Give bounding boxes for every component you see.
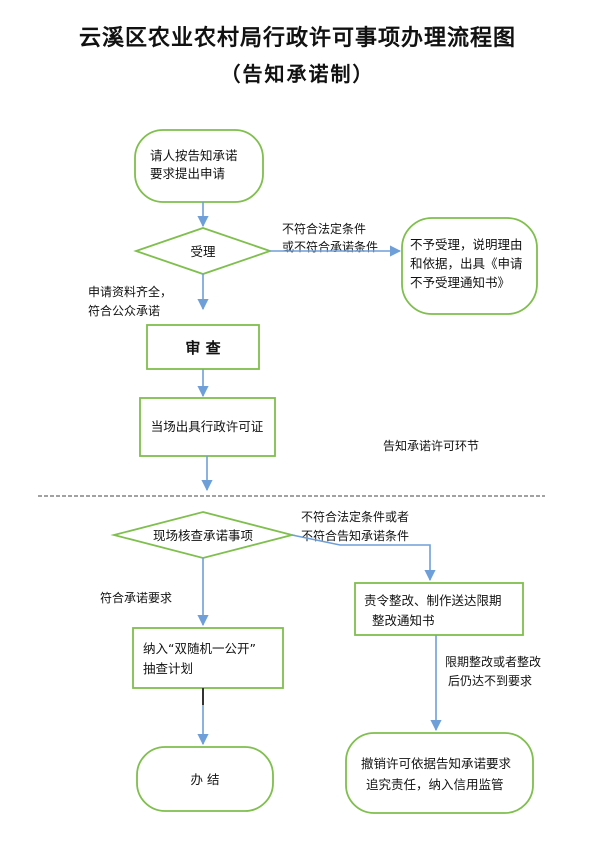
node-rectify-line2: 整改通知书 [372,613,435,628]
node-rectify: 责令整改、制作送达限期 整改通知书 [354,582,524,636]
node-rectify-line1: 责令整改、制作送达限期 [364,593,502,608]
label-not-meet-accept-1: 不符合法定条件 [282,221,366,236]
label-not-meet-verify-2: 不符合告知承诺条件 [301,528,409,543]
arrow-verify-to-rectify [291,534,436,582]
node-finish: 办 结 [136,746,274,812]
page-subtitle: （告知承诺制） [220,62,375,86]
node-reject-line3: 不予受理通知书》 [410,275,510,290]
node-finish-label: 办 结 [191,772,220,787]
label-overdue-1: 限期整改或者整改 [445,654,541,669]
node-double-random-line2: 抽查计划 [143,661,193,676]
label-not-meet-verify-1: 不符合法定条件或者 [301,509,409,524]
page-title: 云溪区农业农村局行政许可事项办理流程图 [78,26,516,51]
node-review-label: 审 查 [185,339,221,357]
node-reject-notice: 不予受理，说明理由 和依据，出具《申请 不予受理通知书》 [401,217,538,315]
node-issue-license-label: 当场出具行政许可证 [151,419,264,434]
node-review: 审 查 [146,324,260,370]
node-accept-label: 受理 [190,244,216,259]
label-materials-ok-1: 申请资料齐全， [88,284,172,299]
node-revoke-line1: 撤销许可依据告知承诺要求 [361,756,512,771]
node-apply-line1: 请人按告知承诺 [150,148,238,163]
node-revoke: 撤销许可依据告知承诺要求 追究责任，纳入信用监管 [345,732,534,814]
section-label-license: 告知承诺许可环节 [383,439,479,453]
node-apply: 请人按告知承诺 要求提出申请 [134,129,264,203]
node-double-random: 纳入“双随机一公开” 抽查计划 [132,627,284,689]
node-issue-license: 当场出具行政许可证 [139,397,276,457]
node-apply-line2: 要求提出申请 [150,166,225,181]
node-reject-line1: 不予受理，说明理由 [410,237,523,252]
node-accept: 受理 [133,227,273,275]
label-materials-ok-2: 符合公众承诺 [88,303,160,318]
node-reject-line2: 和依据，出具《申请 [410,256,523,271]
label-meets-commitment: 符合承诺要求 [100,590,172,605]
node-verify: 现场核查承诺事项 [110,511,296,559]
node-verify-label: 现场核查承诺事项 [153,528,253,543]
node-revoke-line2: 追究责任，纳入信用监管 [366,777,504,792]
label-overdue-2: 后仍达不到要求 [448,674,532,688]
node-double-random-line1: 纳入“双随机一公开” [143,641,256,656]
